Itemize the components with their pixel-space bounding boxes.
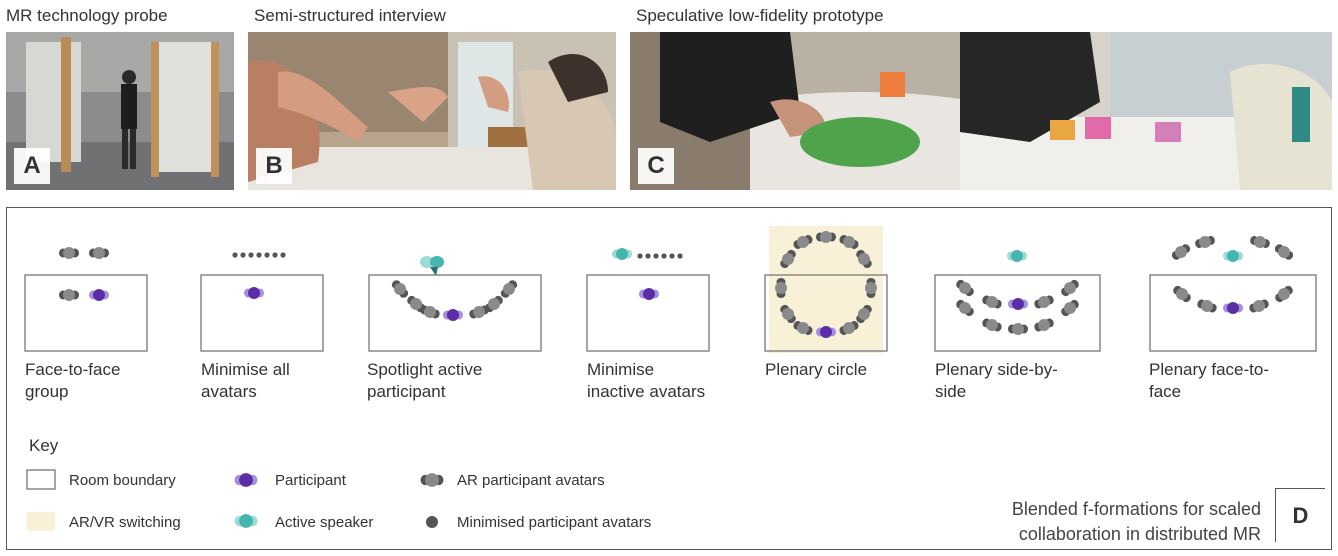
key-switching: AR/VR switching <box>69 514 181 531</box>
badge-a: A <box>14 148 50 184</box>
key-room-boundary: Room boundary <box>69 472 176 489</box>
formation-spotlight <box>368 256 542 352</box>
key-active-speaker: Active speaker <box>275 514 374 531</box>
label-plenary-face-to-face: Plenary face-to-face <box>1149 360 1269 401</box>
key-participant: Participant <box>275 472 346 489</box>
key-minimised-icon <box>426 516 438 528</box>
formation-plenary-face-to-face <box>1149 233 1317 352</box>
photo-interview: B <box>248 32 616 190</box>
key-ar-avatars: AR participant avatars <box>457 472 605 489</box>
key-active-speaker-icon <box>234 514 258 528</box>
formation-face-to-face <box>24 247 148 352</box>
formations-diagram <box>24 226 1317 531</box>
photo-prototype: C <box>630 32 1332 190</box>
label-plenary-circle: Plenary circle <box>765 360 868 379</box>
photo-mr-probe: A <box>6 32 234 190</box>
formation-minimise-all <box>200 252 324 352</box>
formation-minimise-inactive <box>586 248 710 352</box>
caption-b: Semi-structured interview <box>254 6 446 25</box>
badge-c: C <box>638 148 674 184</box>
key-switching-swatch <box>27 512 55 531</box>
caption-c: Speculative low-fidelity prototype <box>636 6 884 25</box>
key-room-boundary-swatch <box>26 469 56 490</box>
caption-a: MR technology probe <box>6 6 168 25</box>
label-plenary-side-by-side: Plenary side-by-side <box>935 360 1058 401</box>
panel-caption: Blended f-formations for scaled collabor… <box>1011 499 1261 544</box>
key-symbols <box>26 469 444 531</box>
badge-b: B <box>256 148 292 184</box>
key-title: Key <box>29 436 59 455</box>
key-participant-icon <box>234 473 258 487</box>
formation-plenary-circle <box>764 226 888 353</box>
room-boundary <box>24 274 148 352</box>
key-ar-avatar-icon <box>420 473 444 487</box>
badge-d: D <box>1275 488 1325 542</box>
key-minimised: Minimised participant avatars <box>457 514 652 531</box>
formation-plenary-side-by-side <box>934 250 1101 352</box>
